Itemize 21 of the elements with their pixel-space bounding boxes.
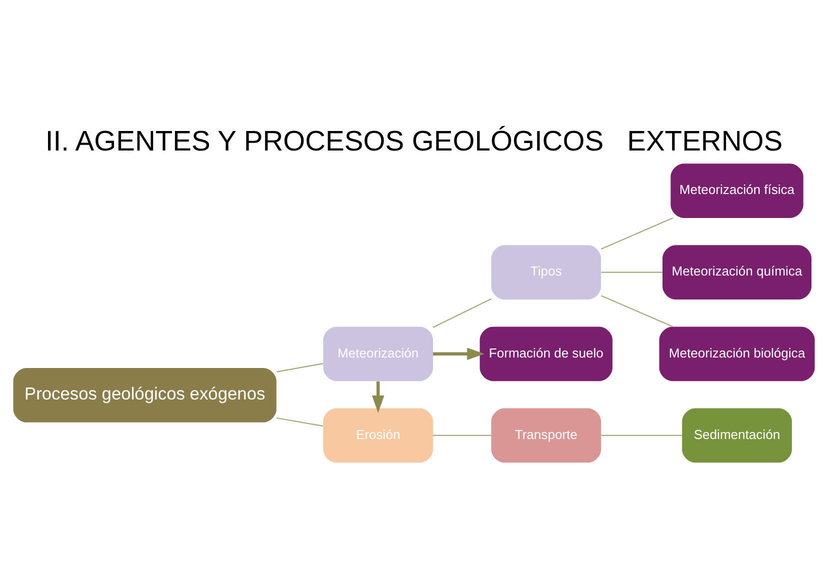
node-box: Tipos: [491, 244, 602, 300]
connector: [276, 416, 324, 426]
diagram-title: II. AGENTES Y PROCESOS GEOLÓGICOS EXTERNOS: [45, 124, 783, 156]
node-box: Procesos geológicos exógenos: [13, 368, 276, 422]
connector: [601, 217, 674, 249]
connector: [433, 434, 492, 436]
connector: [601, 271, 662, 272]
node-box: Meteorización física: [670, 163, 804, 218]
connector: [601, 434, 682, 436]
node-box: Meteorización: [323, 326, 434, 381]
arrow: [433, 347, 485, 360]
arrow: [372, 380, 384, 412]
node-box: Meteorización química: [662, 244, 812, 300]
connector: [601, 294, 674, 327]
connector: [276, 362, 324, 372]
node-box: Erosión: [323, 408, 434, 462]
connector: [432, 298, 492, 328]
node-box: Meteorización biológica: [659, 326, 815, 381]
node-box: Sedimentación: [682, 408, 792, 462]
node-box: Formación de suelo: [480, 326, 612, 381]
node-box: Transporte: [491, 408, 602, 462]
